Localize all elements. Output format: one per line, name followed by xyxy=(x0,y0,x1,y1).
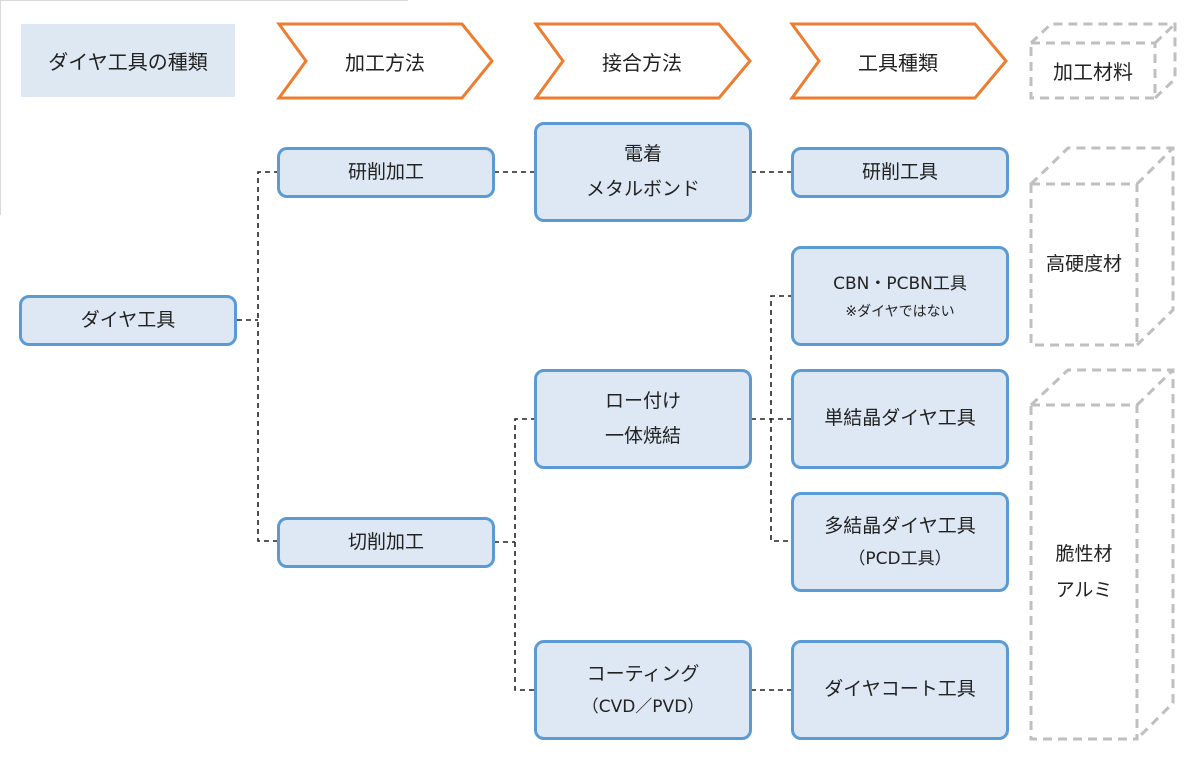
node-grinding-tool-label: 研削工具 xyxy=(861,160,938,183)
node-coating: コーティング （CVD／PVD） xyxy=(534,640,752,740)
node-brazing-line1: ロー付け xyxy=(604,389,681,412)
node-polycrystal-tool: 多結晶ダイヤ工具 （PCD工具） xyxy=(791,492,1009,592)
node-grinding-tool: 研削工具 xyxy=(791,147,1009,198)
node-grinding: 研削加工 xyxy=(277,147,495,198)
node-coated-tool: ダイヤコート工具 xyxy=(791,640,1009,740)
stage-label-bonding: 接合方法 xyxy=(602,50,682,75)
material-hard-label: 高硬度材 xyxy=(1045,253,1122,276)
frame-line-left xyxy=(0,0,1,215)
stage-label-tool-type: 工具種類 xyxy=(858,50,938,75)
node-cutting: 切削加工 xyxy=(277,517,495,568)
frame-line-top xyxy=(0,0,408,1)
stage-label-materials: 加工材料 xyxy=(1053,60,1133,84)
material-brittle-line1: 脆性材 xyxy=(1055,542,1113,565)
node-coating-line2: （CVD／PVD） xyxy=(581,696,705,717)
node-cbn-tool: CBN・PCBN工具 ※ダイヤではない xyxy=(791,246,1009,346)
material-brittle-line2: アルミ xyxy=(1055,579,1113,601)
node-coated-tool-label: ダイヤコート工具 xyxy=(824,678,976,701)
node-polycrystal-tool-line2: （PCD工具） xyxy=(848,548,952,569)
node-single-crystal-tool: 単結晶ダイヤ工具 xyxy=(791,369,1009,469)
node-coating-line1: コーティング xyxy=(586,662,700,685)
node-electroplated-line2: メタルボンド xyxy=(585,178,700,200)
node-diamond-tool: ダイヤ工具 xyxy=(19,295,237,346)
node-electroplated-line1: 電着 xyxy=(623,142,662,165)
node-polycrystal-tool-line1: 多結晶ダイヤ工具 xyxy=(824,514,976,537)
node-cbn-tool-note: ※ダイヤではない xyxy=(845,303,955,320)
material-brittle: 脆性材 アルミ xyxy=(1031,405,1137,739)
node-grinding-label: 研削加工 xyxy=(347,160,424,183)
node-brazing-line2: 一体焼結 xyxy=(604,425,681,447)
node-brazing: ロー付け 一体焼結 xyxy=(534,369,752,469)
node-cbn-tool-line1: CBN・PCBN工具 xyxy=(833,274,967,295)
stage-label-processing: 加工方法 xyxy=(345,50,425,75)
node-electroplated: 電着 メタルボンド xyxy=(534,122,752,222)
node-single-crystal-tool-label: 単結晶ダイヤ工具 xyxy=(824,407,976,430)
node-cutting-label: 切削加工 xyxy=(347,530,424,553)
diagram-title: ダイヤ工具の種類 xyxy=(21,24,235,97)
material-hard: 高硬度材 xyxy=(1031,184,1137,345)
node-diamond-tool-label: ダイヤ工具 xyxy=(80,308,176,331)
